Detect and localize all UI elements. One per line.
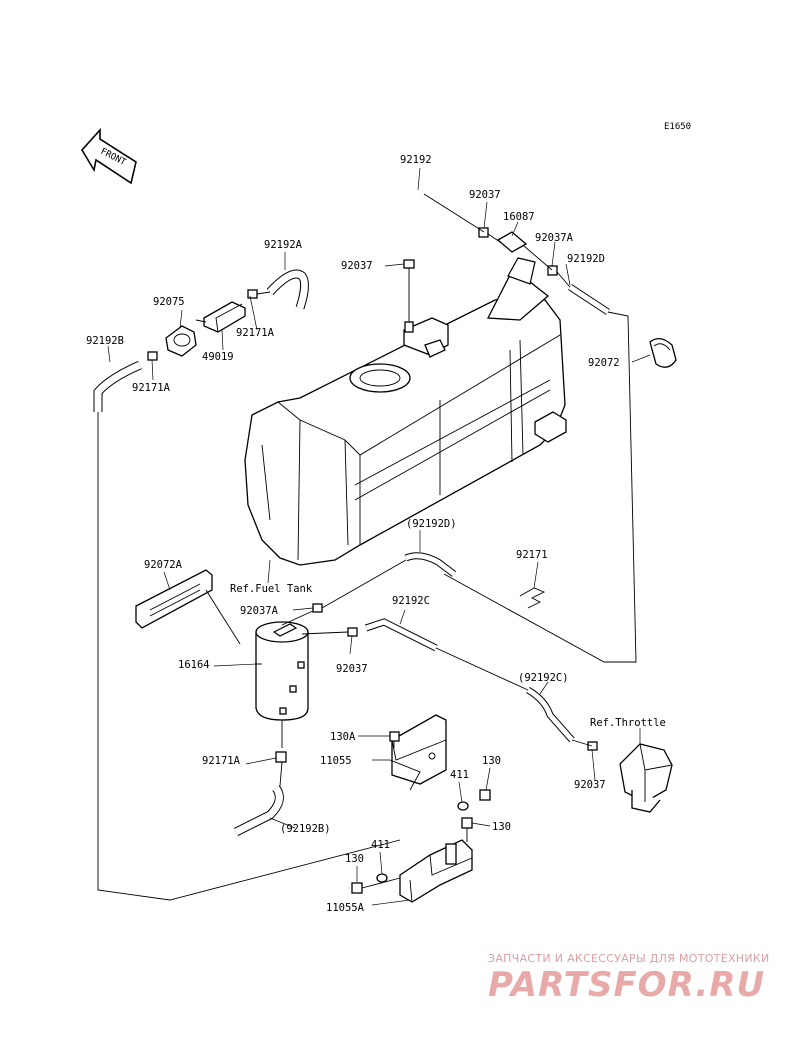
label-92192d: 92192D bbox=[567, 253, 605, 265]
label-16087: 16087 bbox=[503, 211, 535, 223]
label-92037-low: 92037 bbox=[574, 779, 606, 791]
label-411-top: 411 bbox=[450, 769, 469, 781]
label-11055: 11055 bbox=[320, 755, 352, 767]
diagram-code: E1650 bbox=[664, 122, 691, 132]
fuel-tank bbox=[244, 257, 567, 566]
label-92171a-mid: 92171A bbox=[236, 327, 275, 339]
bolt-130-right bbox=[461, 817, 473, 829]
label-92037-mid: 92037 bbox=[336, 663, 368, 675]
label-130a: 130A bbox=[330, 731, 356, 743]
filter-49019 bbox=[195, 301, 246, 333]
clip-92171a-left bbox=[147, 351, 158, 361]
clamp-92037-top bbox=[478, 227, 489, 238]
label-92037-left: 92037 bbox=[341, 260, 373, 272]
label-92171a-low: 92171A bbox=[202, 755, 241, 767]
bracket-11055 bbox=[389, 714, 447, 791]
label-92075: 92075 bbox=[153, 296, 185, 308]
clamp-92037-low bbox=[587, 741, 598, 751]
label-130-low: 130 bbox=[345, 853, 364, 865]
label-92037-top: 92037 bbox=[469, 189, 501, 201]
clip-92171a-low bbox=[275, 751, 287, 763]
bolt-130-low bbox=[351, 882, 363, 894]
label-92192: 92192 bbox=[400, 154, 432, 166]
damper-92075 bbox=[165, 325, 197, 357]
bolt-130a bbox=[389, 731, 400, 742]
front-arrow-icon: FRONT bbox=[81, 127, 137, 185]
label-92072: 92072 bbox=[588, 357, 620, 369]
label-92192b: 92192B bbox=[86, 335, 124, 347]
watermark-brand: PARTSFOR.RU bbox=[488, 965, 765, 1005]
label-92037a-mid: 92037A bbox=[240, 605, 279, 617]
label-92171a-left: 92171A bbox=[132, 382, 171, 394]
washer-411-top bbox=[457, 801, 469, 811]
label-92072a: 92072A bbox=[144, 559, 183, 571]
label-49019: 49019 bbox=[202, 351, 234, 363]
hose-92192 bbox=[408, 191, 425, 260]
bracket-11055a bbox=[399, 839, 473, 903]
label-130-right: 130 bbox=[492, 821, 511, 833]
strap-92072a bbox=[135, 569, 213, 629]
clamp-92037a-top bbox=[547, 265, 558, 276]
clamp-92037-mid bbox=[347, 627, 358, 637]
band-92072 bbox=[649, 338, 677, 368]
label-411-low: 411 bbox=[371, 839, 390, 851]
clip-92171a-mid bbox=[247, 289, 258, 299]
clip-92171 bbox=[519, 587, 546, 609]
label-92037a-top: 92037A bbox=[535, 232, 574, 244]
throttle-body bbox=[619, 743, 673, 813]
label-92192a: 92192A bbox=[264, 239, 303, 251]
label-16164: 16164 bbox=[178, 659, 210, 671]
canister-16164 bbox=[255, 621, 309, 721]
washer-411-low bbox=[376, 873, 388, 883]
label-11055a: 11055A bbox=[326, 902, 365, 914]
valve-16087 bbox=[487, 231, 528, 253]
label-92192d-paren: (92192D) bbox=[406, 518, 457, 530]
clamp-92037a-mid bbox=[312, 603, 323, 613]
bolt-130-top bbox=[479, 789, 491, 801]
label-130-top: 130 bbox=[482, 755, 501, 767]
label-92192b-paren: (92192B) bbox=[280, 823, 331, 835]
label-92171: 92171 bbox=[516, 549, 548, 561]
watermark-tagline: ЗАПЧАСТИ И АКСЕССУАРЫ ДЛЯ МОТОТЕХНИКИ bbox=[488, 952, 770, 965]
label-92192c: 92192C bbox=[392, 595, 430, 607]
label-ref-fuel-tank: Ref.Fuel Tank bbox=[230, 583, 313, 595]
label-ref-throttle: Ref.Throttle bbox=[590, 717, 666, 729]
label-92192c-paren: (92192C) bbox=[518, 672, 569, 684]
clamp-92037-left bbox=[403, 259, 415, 269]
